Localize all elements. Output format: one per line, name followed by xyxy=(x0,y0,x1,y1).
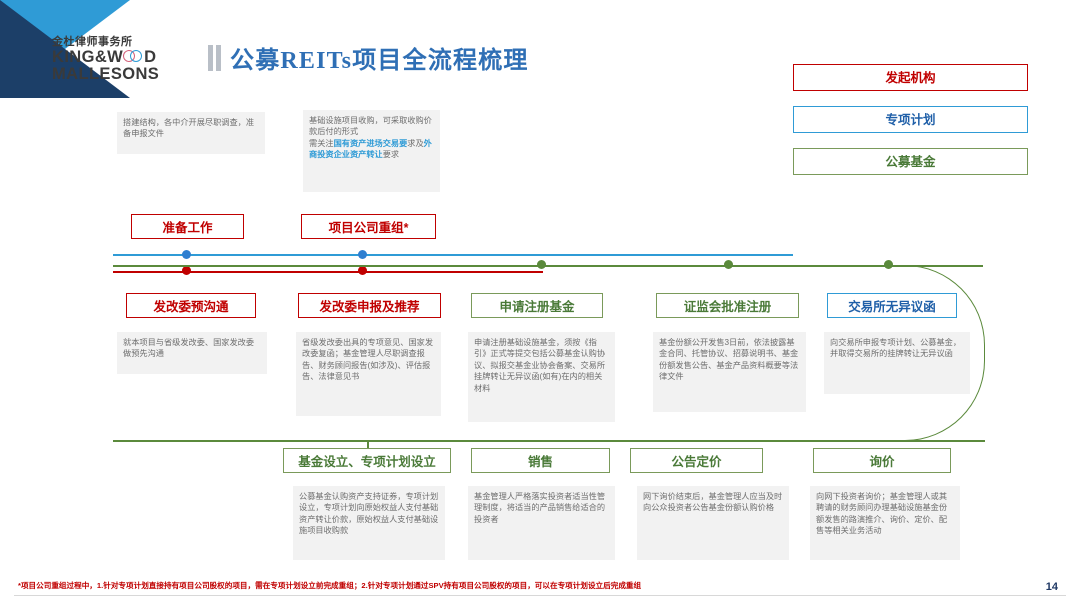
node-project-company-restructure[interactable]: 项目公司重组* xyxy=(301,214,436,239)
node-inquiry-pricing[interactable]: 询价 xyxy=(813,448,951,473)
node-exchange-no-objection-letter[interactable]: 交易所无异议函 xyxy=(827,293,957,318)
timeline-dot-green-2 xyxy=(724,260,733,269)
note-inquiry-pricing: 向网下投资者询价；基金管理人或其聘请的财务顾问办理基础设施基金份额发售的路演推介… xyxy=(810,486,960,560)
note-ndrc-filing: 省级发改委出具的专项意见、国家发改委复函；基金管理人尽职调查报告、财务顾问报告(… xyxy=(296,332,441,416)
connector-tick-1 xyxy=(367,440,369,448)
page-number: 14 xyxy=(1045,581,1058,593)
note-exchange-letter: 向交易所申报专项计划、公募基金，并取得交易所的挂牌转让无异议函 xyxy=(824,332,970,394)
legend-item-sponsor[interactable]: 发起机构 xyxy=(793,64,1028,91)
timeline-blue-line xyxy=(113,254,793,256)
logo-chinese-name: 金杜律师事务所 xyxy=(52,36,133,48)
title-marker-icon xyxy=(208,44,221,71)
legend-item-public-fund[interactable]: 公募基金 xyxy=(793,148,1028,175)
timeline-dot-red-1 xyxy=(182,266,191,275)
legend: 发起机构 专项计划 公募基金 xyxy=(793,64,1028,190)
logo-english-line1: KING&W D xyxy=(52,49,159,66)
footer-divider xyxy=(14,594,1066,596)
corner-navy-shape xyxy=(0,0,130,98)
timeline-dot-blue-2 xyxy=(358,250,367,259)
node-apply-fund-registration[interactable]: 申请注册基金 xyxy=(471,293,603,318)
timeline-dot-green-1 xyxy=(537,260,546,269)
node-sales[interactable]: 销售 xyxy=(471,448,610,473)
corner-decoration xyxy=(0,0,130,98)
note-restructure-hl2: 外商投资企业资产转让 xyxy=(309,138,432,160)
page-title: 公募REITs项目全流程梳理 xyxy=(208,40,529,75)
timeline-dot-blue-1 xyxy=(182,250,191,259)
node-ndrc-pre-communication[interactable]: 发改委预沟通 xyxy=(126,293,256,318)
logo-en-part-b: D xyxy=(144,48,157,66)
note-price-announcement: 网下询价结束后，基金管理人应当及时向公众投资者公告基金份额认购价格 xyxy=(637,486,789,560)
note-restructure-seg4: 要求 xyxy=(382,150,400,160)
timeline-dot-green-3 xyxy=(884,260,893,269)
timeline-green-line-top xyxy=(113,265,983,267)
note-csrc-approval: 基金份额公开发售3日前，依法披露基金合同、托管协议、招募说明书、基金份额发售公告… xyxy=(653,332,806,412)
note-restructure-seg2: 需关注 xyxy=(309,138,334,148)
footnote: *项目公司重组过程中，1.针对专项计划直接持有项目公司股权的项目，需在专项计划设… xyxy=(18,581,642,590)
note-sales: 基金管理人严格落实投资者适当性管理制度，将适当的产品销售给适合的投资者 xyxy=(468,486,615,560)
node-csrc-approval[interactable]: 证监会批准注册 xyxy=(656,293,799,318)
logo-en-part-a: KING&W xyxy=(52,48,124,66)
note-ndrc-pre-communication: 就本项目与省级发改委、国家发改委做预先沟通 xyxy=(117,332,267,374)
note-restructure-seg3: 求及 xyxy=(407,138,424,148)
note-preparation: 搭建结构，各中介开展尽职调查，准备申报文件 xyxy=(117,112,265,154)
firm-logo: 金杜律师事务所 KING&W D MALLESONS xyxy=(52,36,159,83)
note-restructure-hl1: 国有资产进场交易要 xyxy=(333,138,408,148)
note-restructure-seg1: 基础设施项目收购，可采取收购价款后付的形式 xyxy=(309,116,432,137)
note-project-restructure: 基础设施项目收购，可采取收购价款后付的形式 需关注国有资产进场交易要求及外商投资… xyxy=(303,110,440,192)
timeline-dot-red-2 xyxy=(358,266,367,275)
title-text: 公募REITs项目全流程梳理 xyxy=(230,48,529,74)
note-fund-establishment: 公募基金认购资产支持证券，专项计划设立，专项计划向原始权益人支付基础资产转让价款… xyxy=(293,486,445,560)
node-preparation-work[interactable]: 准备工作 xyxy=(131,214,244,239)
node-price-announcement[interactable]: 公告定价 xyxy=(630,448,763,473)
logo-english-line2: MALLESONS xyxy=(52,65,160,83)
timeline-red-line xyxy=(113,271,543,273)
legend-item-abs-plan[interactable]: 专项计划 xyxy=(793,106,1028,133)
node-ndrc-filing-recommendation[interactable]: 发改委申报及推荐 xyxy=(298,293,441,318)
logo-double-o-icon xyxy=(123,49,144,63)
node-fund-and-plan-establishment[interactable]: 基金设立、专项计划设立 xyxy=(283,448,451,473)
note-fund-registration: 申请注册基础设施基金，须按《指引》正式等提交包括公募基金认购协议、拟报交基金业协… xyxy=(468,332,615,422)
timeline-green-line-bottom xyxy=(113,440,985,442)
